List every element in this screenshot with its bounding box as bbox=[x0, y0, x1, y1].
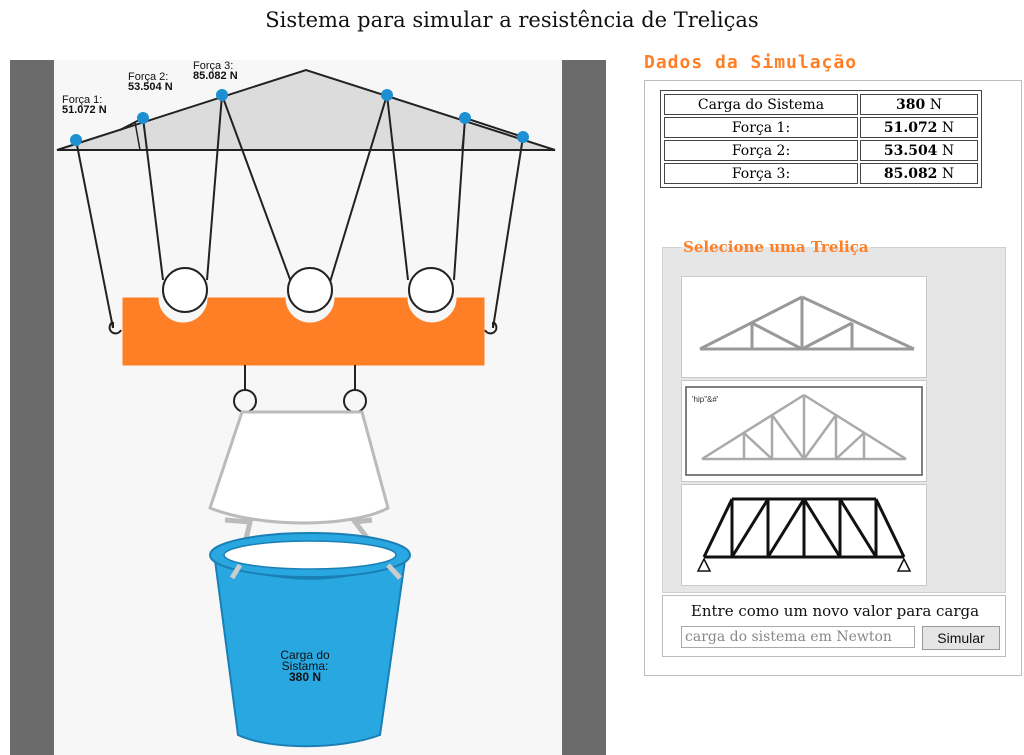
truss-selector-legend: Selecione uma Treliça bbox=[683, 238, 869, 256]
table-row: Força 2: 53.504 N bbox=[664, 140, 978, 161]
force-1-label: Força 1: 51.072 N bbox=[62, 94, 107, 116]
truss-option-2[interactable]: 'hip"&#' bbox=[681, 380, 927, 482]
truss-option-3[interactable] bbox=[681, 484, 927, 586]
truss-2-caption: 'hip"&#' bbox=[692, 395, 719, 404]
truss-3-diagram bbox=[696, 497, 912, 572]
simulation-canvas: Força 1: 51.072 N Força 2: 53.504 N Forç… bbox=[10, 60, 606, 755]
table-row: Força 3: 85.082 N bbox=[664, 163, 978, 184]
table-row: Carga do Sistema 380 N bbox=[664, 94, 978, 115]
pulleys bbox=[162, 267, 454, 313]
table-row: Força 1: 51.072 N bbox=[664, 117, 978, 138]
truss-option-1[interactable] bbox=[681, 276, 927, 378]
simulation-data-title: Dados da Simulação bbox=[644, 52, 858, 73]
load-entry-label: Entre como um novo valor para carga bbox=[690, 602, 980, 620]
bucket-load-label: Carga do Sistama: 380 N bbox=[280, 648, 330, 684]
truss-rig-drawing bbox=[56, 68, 556, 748]
simulation-data-table: Carga do Sistema 380 N Força 1: 51.072 N… bbox=[660, 90, 982, 188]
left-pillar bbox=[10, 60, 54, 755]
truss-joints bbox=[70, 89, 529, 146]
cables bbox=[75, 94, 524, 329]
force-3-label: Força 3: 85.082 N bbox=[193, 60, 238, 82]
orange-beam bbox=[122, 297, 485, 366]
load-bag bbox=[208, 410, 390, 525]
beam-hooks bbox=[108, 321, 498, 335]
load-input[interactable] bbox=[681, 626, 915, 648]
page-title: Sistema para simular a resistência de Tr… bbox=[265, 8, 759, 32]
force-2-label: Força 2: 53.504 N bbox=[128, 71, 173, 93]
load-entry-form: Entre como um novo valor para carga Simu… bbox=[662, 595, 1006, 657]
truss-1-diagram bbox=[699, 295, 915, 351]
simulate-button[interactable]: Simular bbox=[922, 626, 1000, 650]
right-pillar bbox=[562, 60, 606, 755]
truss-2-diagram bbox=[685, 386, 923, 476]
truss-selector: Selecione uma Treliça bbox=[662, 238, 1006, 593]
simulation-data-panel: Carga do Sistema 380 N Força 1: 51.072 N… bbox=[644, 80, 1022, 676]
